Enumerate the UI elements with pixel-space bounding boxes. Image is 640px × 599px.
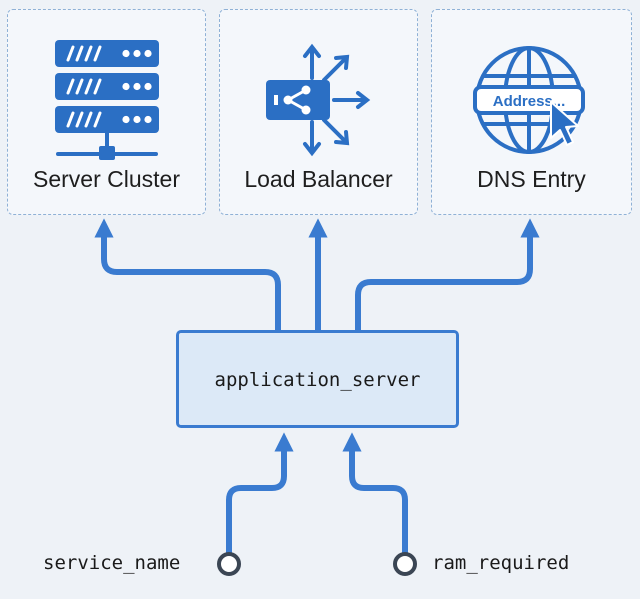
application-server-node: application_server [176,330,459,428]
server-rack-icon [8,38,205,163]
connector-ram-required-input [342,432,408,557]
dns-entry-node: Address... DNS Entry [431,9,632,215]
service-name-label: service_name [43,552,181,574]
server-cluster-label: Server Cluster [33,166,180,192]
globe-cursor-icon: Address... [432,38,631,163]
connector-service-name-input [226,432,294,557]
server-cluster-node: Server Cluster [7,9,206,215]
load-balancer-node: Load Balancer [219,9,418,215]
dns-entry-label: DNS Entry [477,166,586,192]
service-name-port [217,552,241,576]
load-balancer-label: Load Balancer [244,166,393,192]
ram-required-port [393,552,417,576]
application-server-label: application_server [214,369,421,391]
load-balancer-icon [220,38,417,163]
connector-to-dns-entry [355,218,540,333]
connector-to-server-cluster [94,218,281,333]
dns-address-text: Address... [492,93,565,110]
ram-required-label: ram_required [432,552,570,574]
